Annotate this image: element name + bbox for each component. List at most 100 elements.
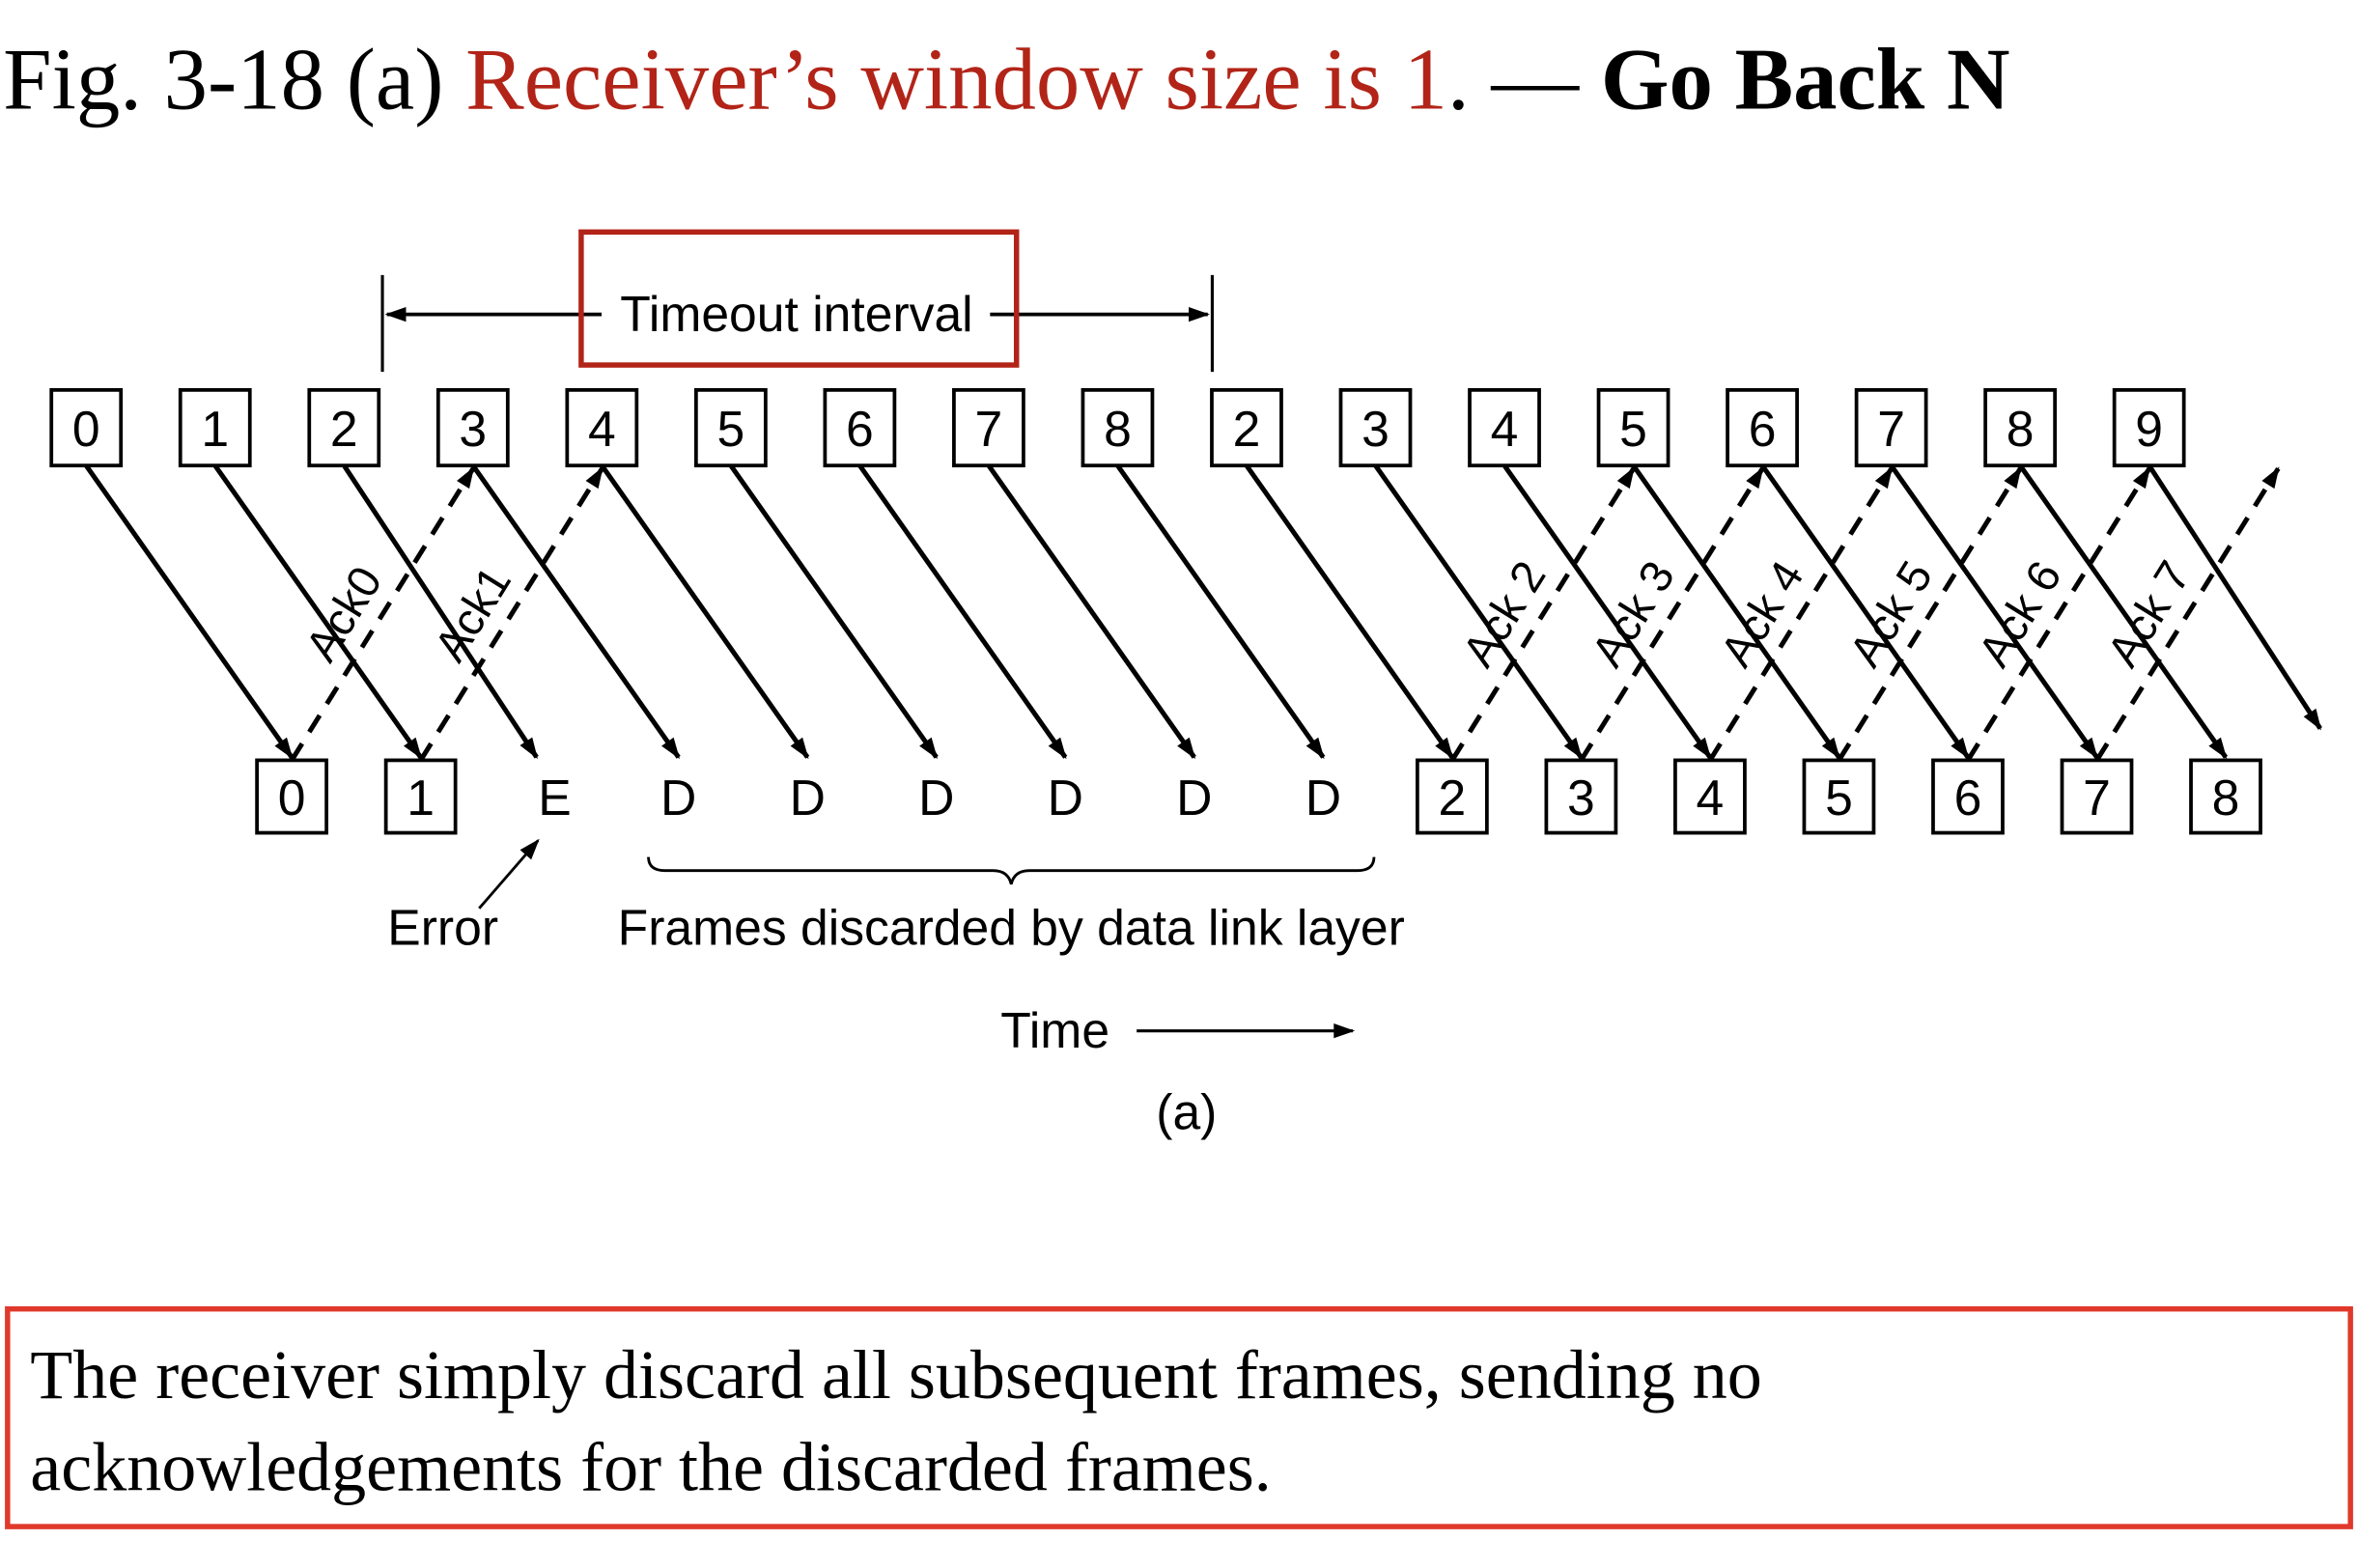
receiver-frame-label: D	[1048, 770, 1083, 826]
ack-label-group: Ack1	[424, 557, 520, 670]
data-frame-line	[1760, 463, 1971, 760]
ack-label-group: Ack 2	[1452, 552, 1556, 676]
ack-label: Ack 6	[1968, 552, 2071, 676]
ack-label: Ack 3	[1581, 552, 1684, 676]
title-highlight: Receiver’s window size is 1	[465, 31, 1447, 128]
ack-line	[289, 466, 476, 762]
sender-frame: 7	[1854, 388, 1928, 468]
receiver-frame-label: D	[918, 770, 954, 826]
sender-frame-box	[307, 388, 381, 468]
title-separator: . —	[1447, 31, 1601, 128]
sender-frame-box	[1726, 388, 1799, 468]
receiver-frame-box	[1415, 758, 1489, 835]
receiver-discard-marker: D	[1048, 770, 1083, 826]
receiver-frame-label: 4	[1697, 770, 1725, 826]
sender-frame-box	[1210, 388, 1283, 468]
ack-label: Ack 5	[1839, 552, 1942, 676]
sender-frame-number: 5	[716, 401, 744, 457]
receiver-frame: 3	[1544, 758, 1618, 835]
receiver-frame-box	[1802, 758, 1876, 835]
data-frame-line	[84, 463, 295, 760]
receiver-frame-label: 1	[407, 770, 435, 826]
data-frame-line	[600, 463, 810, 760]
ack-label-group: Ack 6	[1968, 552, 2071, 676]
sender-frame: 8	[1081, 388, 1155, 468]
error-arrow	[478, 838, 540, 910]
sender-frame-number: 8	[1104, 401, 1132, 457]
receiver-frame: 8	[2189, 758, 2262, 835]
sender-frame-box	[1338, 388, 1413, 468]
sender-frame: 3	[1338, 388, 1413, 468]
discarded-frames-label: Frames discarded by data link layer	[618, 899, 1405, 955]
ack-label: Ack 7	[2096, 552, 2200, 676]
sender-frame-box	[952, 388, 1025, 468]
receiver-discard-marker: D	[1176, 770, 1212, 826]
slide-title: Fig. 3-18 (a) Receiver’s window size is …	[3, 31, 2009, 128]
note-line-1: The receiver simply discard all subseque…	[30, 1336, 1761, 1414]
sender-frame: 5	[693, 388, 768, 468]
sender-frame: 2	[1210, 388, 1283, 468]
receiver-frame-box	[1544, 758, 1618, 835]
data-frame-line	[1115, 463, 1326, 760]
discard-brace	[647, 856, 1376, 885]
receiver-frame-box	[255, 758, 329, 835]
time-axis: Time (a)	[1000, 1002, 1356, 1139]
sender-frame-box	[565, 388, 639, 468]
sender-frame-box	[823, 388, 897, 468]
data-frame-line	[2147, 463, 2322, 731]
receiver-discard-marker: D	[918, 770, 954, 826]
explanation-note: The receiver simply discard all subseque…	[5, 1305, 2353, 1529]
sender-frame-number: 4	[588, 401, 616, 457]
receiver-frame-box	[1673, 758, 1747, 835]
ack-line	[418, 466, 604, 762]
sender-frame-box	[2112, 388, 2186, 468]
sender-frame-box	[1983, 388, 2058, 468]
receiver-frame: 6	[1931, 758, 2005, 835]
receiver-frame-box	[383, 758, 458, 835]
data-frame-line	[728, 463, 939, 760]
data-frame-line	[986, 463, 1196, 760]
ack-label: Ack 4	[1710, 552, 1813, 676]
sender-frame-number: 0	[72, 401, 100, 457]
sender-frame-number: 7	[975, 401, 1003, 457]
data-frame-line	[857, 463, 1068, 760]
receiver-frame-label: D	[1305, 770, 1341, 826]
sender-frame-number: 5	[1619, 401, 1647, 457]
receiver-frame-box	[2189, 758, 2262, 835]
sender-frame-number: 9	[2135, 401, 2163, 457]
data-frame-line	[470, 463, 681, 760]
sender-frame: 9	[2112, 388, 2186, 468]
sender-frame-box	[1468, 388, 1541, 468]
data-frame-line	[342, 463, 539, 760]
sender-frame: 6	[823, 388, 897, 468]
sender-frame: 8	[1983, 388, 2058, 468]
receiver-frame-label: 3	[1567, 770, 1595, 826]
data-frame-line	[1244, 463, 1454, 760]
ack-line	[1707, 466, 1894, 762]
receiver-frame: 2	[1415, 758, 1489, 835]
title-prefix: Fig. 3-18 (a)	[3, 31, 465, 128]
receiver-frame-label: 5	[1825, 770, 1853, 826]
sender-frame: 4	[565, 388, 639, 468]
sender-frame: 6	[1726, 388, 1799, 468]
ack-label-group: Ack 3	[1581, 552, 1684, 676]
sender-frame-number: 4	[1491, 401, 1519, 457]
ack-label-group: Ack0	[295, 557, 391, 670]
receiver-frame-label: D	[660, 770, 696, 826]
note-line-2: acknowledgements for the discarded frame…	[30, 1429, 1271, 1506]
error-annotation: Error	[387, 838, 540, 955]
error-label: Error	[387, 899, 498, 955]
sender-frame: 2	[307, 388, 381, 468]
sender-frame: 5	[1596, 388, 1670, 468]
data-frame-line	[1889, 463, 2099, 760]
receiver-frame: 0	[255, 758, 329, 835]
sender-frame: 7	[952, 388, 1025, 468]
ack-label-group: Ack 7	[2096, 552, 2200, 676]
sender-frame-number: 6	[846, 401, 874, 457]
sender-frame-number: 2	[330, 401, 358, 457]
receiver-frame-label: 8	[2212, 770, 2240, 826]
discarded-frames-annotation: Frames discarded by data link layer	[618, 856, 1405, 955]
